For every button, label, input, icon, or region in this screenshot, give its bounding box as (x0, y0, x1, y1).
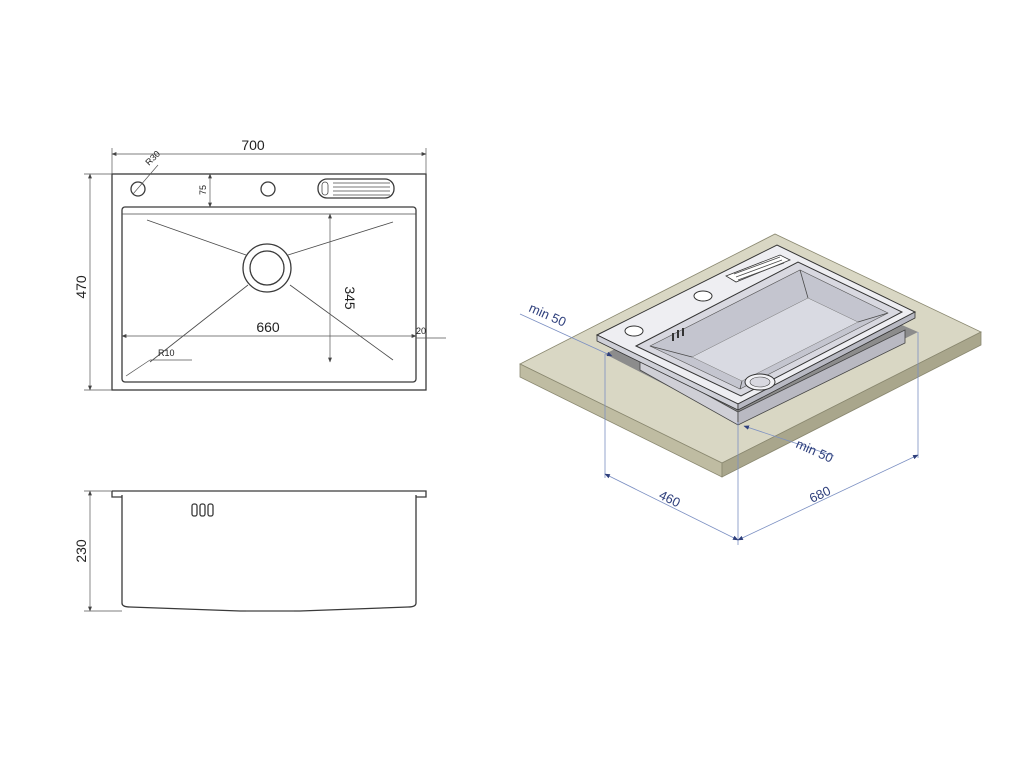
drain-outer (242, 243, 292, 293)
dim-width: 700 (241, 137, 265, 153)
installation-view: min 50 min 50 460 680 (519, 233, 982, 545)
side-view: 230 (73, 490, 427, 612)
dim-height: 470 (73, 275, 89, 299)
dim-inner-radius: R10 (158, 348, 175, 358)
dim-depth: 230 (73, 539, 89, 563)
dim-min-front: min 50 (794, 436, 836, 466)
countertop-side-edge (721, 331, 982, 478)
dim-bowl-height: 345 (342, 286, 358, 310)
tap-hole-left (130, 181, 146, 197)
overflow-side (191, 503, 214, 517)
dim-tap-offset: 75 (198, 185, 208, 195)
install-overflow (672, 328, 684, 341)
bowl-outline (121, 206, 417, 383)
dim-corner-radius: R30 (143, 149, 162, 168)
drain-inner (249, 250, 285, 286)
bowl-side-outline (121, 495, 417, 612)
top-view: 700 470 R30 75 660 345 20 R10 (73, 137, 446, 391)
dim-rim: 20 (416, 326, 426, 336)
dim-min-left: min 50 (527, 300, 569, 330)
install-tap-hole-2 (693, 290, 713, 302)
install-accessory-slot (725, 254, 791, 283)
install-tap-hole-1 (624, 325, 644, 337)
dim-cutout-width: 680 (807, 483, 833, 506)
dim-cutout-depth: 460 (657, 487, 683, 510)
overflow-slots (317, 178, 395, 199)
tap-hole-right (260, 181, 276, 197)
sink-outline (111, 173, 427, 391)
dim-bowl-width: 660 (256, 319, 280, 335)
